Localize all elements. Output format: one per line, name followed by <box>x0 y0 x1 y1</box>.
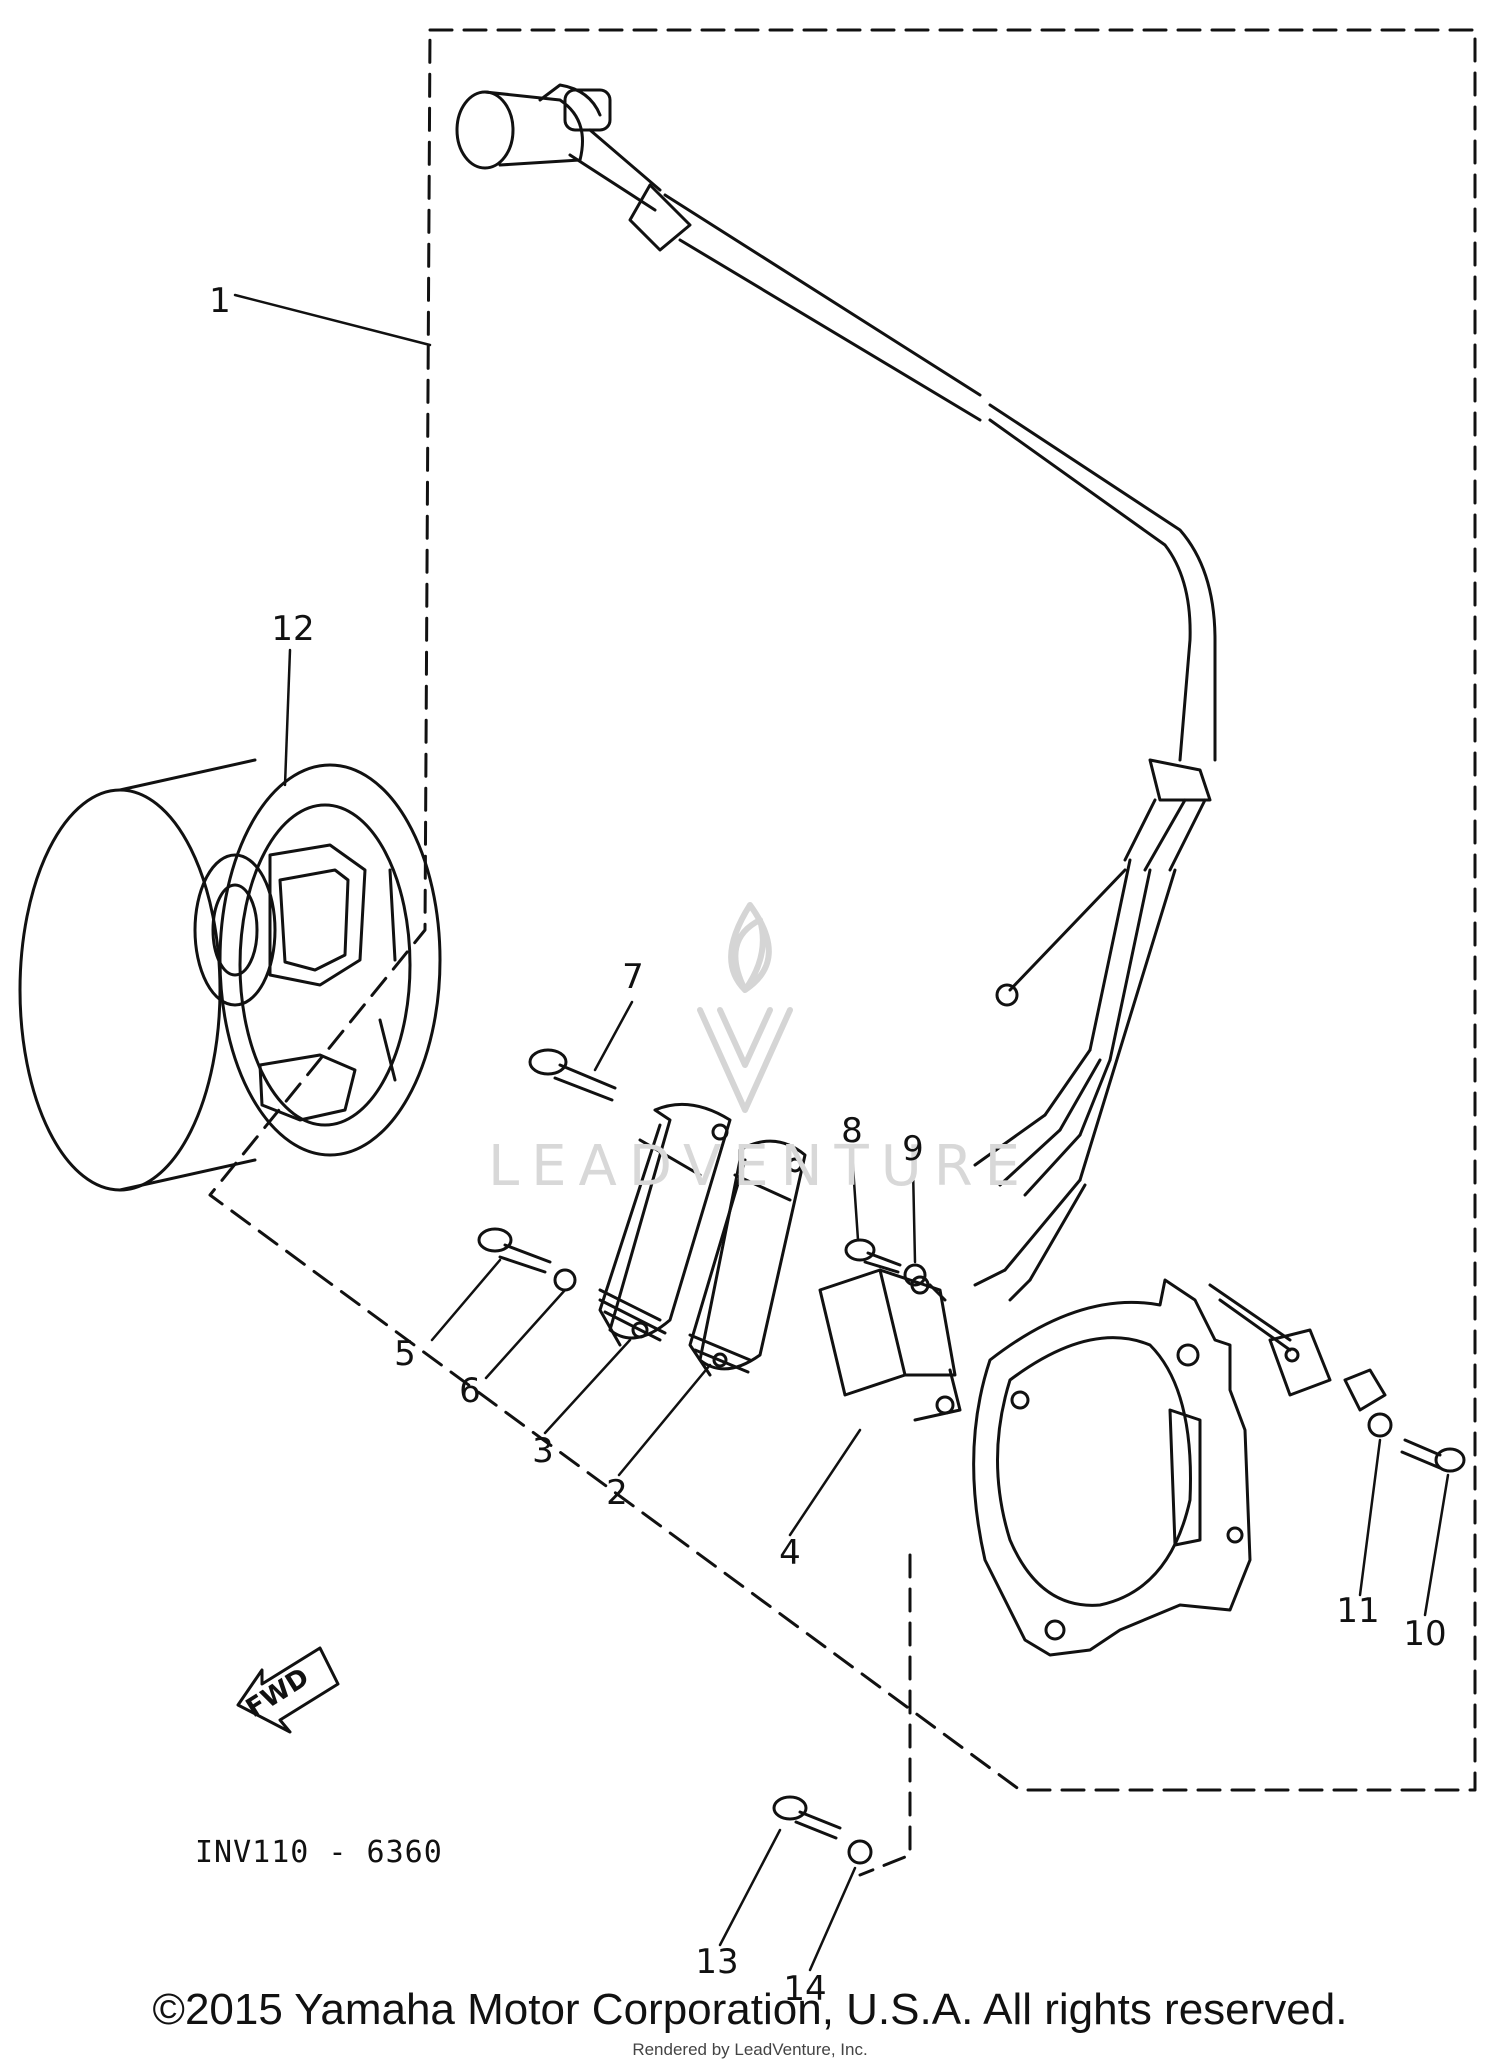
callout-4: 4 <box>779 1533 801 1573</box>
charge-coil-3 <box>598 1102 732 1347</box>
callout-2: 2 <box>606 1473 628 1513</box>
pulser-coil-4 <box>818 1268 962 1422</box>
wire-harness <box>455 83 1217 1302</box>
callout-11: 11 <box>1336 1591 1379 1631</box>
callout-10: 10 <box>1403 1614 1446 1654</box>
copyright-notice: ©2015 Yamaha Motor Corporation, U.S.A. A… <box>152 1985 1348 2034</box>
washer-14 <box>847 1839 873 1865</box>
callout-9: 9 <box>902 1129 924 1169</box>
screw-8 <box>844 1238 902 1274</box>
drawing-code: INV110 - 6360 <box>195 1835 443 1870</box>
screw-13 <box>772 1795 842 1840</box>
charge-coil-2 <box>688 1139 807 1377</box>
callout-1: 1 <box>209 281 231 321</box>
lighting-coil-bracket <box>1208 1283 1387 1412</box>
callout-13: 13 <box>695 1942 738 1982</box>
screw-10 <box>1400 1438 1466 1473</box>
stator-base-plate <box>972 1278 1252 1657</box>
assembly-boundary <box>208 28 1477 1877</box>
callout-5: 5 <box>394 1334 416 1374</box>
callout-7: 7 <box>622 957 644 997</box>
callout-6: 6 <box>459 1371 481 1411</box>
washer-9 <box>903 1263 927 1287</box>
washer-11 <box>1367 1412 1393 1438</box>
rendered-by-credit: Rendered by LeadVenture, Inc. <box>632 2040 868 2059</box>
fwd-arrow-icon <box>236 1646 340 1734</box>
callout-14: 14 <box>783 1969 826 2009</box>
washer-6 <box>553 1268 577 1292</box>
leader-lines <box>233 293 1450 1972</box>
callout-numbers: 1 12 7 8 9 5 6 3 2 4 11 10 13 14 <box>209 281 1446 2009</box>
callout-12: 12 <box>271 609 314 649</box>
watermark-text: LEADVENTURE <box>488 1134 1032 1199</box>
callout-8: 8 <box>841 1111 863 1151</box>
screw-5 <box>477 1227 552 1274</box>
flywheel-rotor <box>18 758 442 1192</box>
watermark-logo <box>697 902 793 1113</box>
fwd-label: FWD <box>241 1662 315 1723</box>
screw-7 <box>528 1048 617 1102</box>
callout-3: 3 <box>532 1431 554 1471</box>
